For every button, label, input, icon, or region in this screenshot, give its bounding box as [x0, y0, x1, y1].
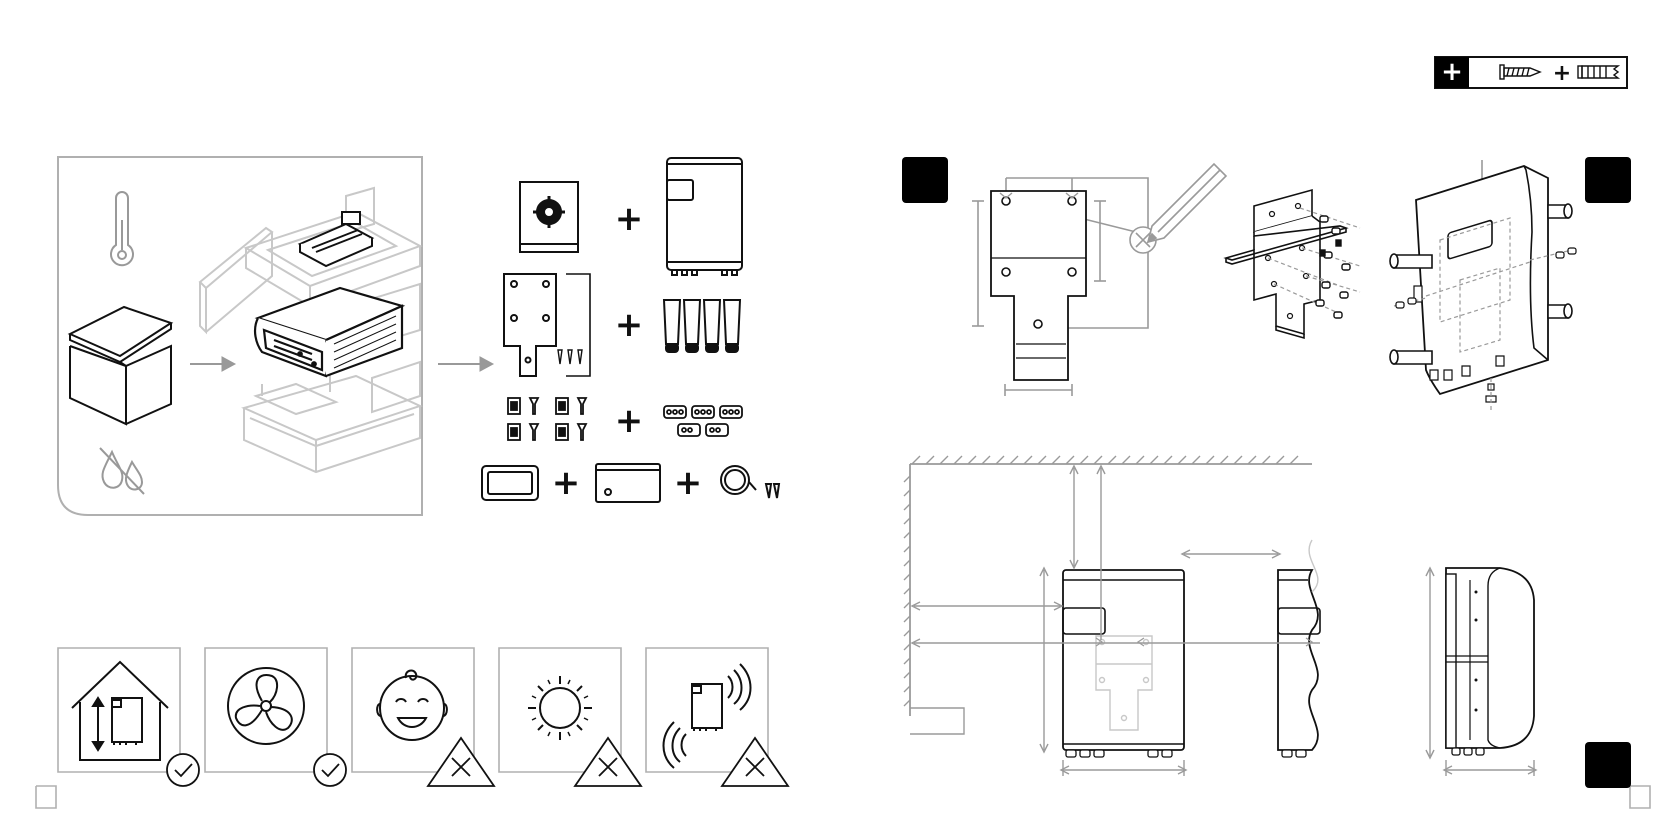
manual-icon: [520, 182, 578, 252]
legend-badge-plus: +: [1441, 57, 1463, 87]
packaging-panel: [58, 157, 422, 515]
contents-plus-2: +: [615, 305, 644, 345]
profile-view-inverter: [1446, 568, 1534, 755]
packaged-inverter: [255, 288, 402, 376]
environment-tile: [499, 648, 641, 786]
plug-cover-icon: [664, 300, 740, 352]
smart-meter-icon: [596, 464, 660, 502]
allowed-check-icon: [314, 754, 346, 786]
contents-plus-4: +: [552, 463, 581, 503]
arrow-right-icon: [190, 357, 235, 371]
step-badge: [1585, 157, 1631, 203]
environment-tile: [58, 648, 199, 786]
bracket-mounting-view: [1226, 190, 1360, 338]
contents-plus-3: +: [615, 401, 644, 441]
clearance-diagram: [904, 456, 1536, 776]
side-view-inverter-partial: [1278, 570, 1318, 750]
forbidden-cross-icon: [722, 738, 788, 786]
arrow-right-icon: [438, 357, 493, 371]
inverter-mounting-view: [1390, 160, 1576, 412]
indoor-house-icon: [72, 662, 168, 760]
page-corner-mark: [36, 786, 1650, 808]
step-badge: [902, 157, 948, 203]
legend-plus: +: [1553, 61, 1571, 86]
bracket-icon: [504, 274, 590, 376]
step-badge: [1585, 742, 1631, 788]
inverter-icon: [667, 158, 742, 275]
contents-plus-5: +: [674, 463, 703, 503]
allowed-check-icon: [167, 754, 199, 786]
environment-tiles: [58, 648, 788, 786]
mounting-hardware-legend: + +: [1435, 57, 1627, 88]
environment-tile: [205, 648, 346, 786]
sun-icon: [528, 676, 592, 740]
cable-icon: [721, 466, 779, 498]
package-contents: + +: [482, 158, 779, 503]
frame-icon: [482, 466, 538, 500]
connector-icon: [508, 398, 586, 440]
forbidden-cross-icon: [428, 738, 494, 786]
wireless-interference-icon: [664, 664, 751, 768]
box-icon: [70, 307, 171, 424]
environment-tile: [646, 648, 788, 786]
environment-tile: [352, 648, 494, 786]
drilling-template: [972, 164, 1226, 396]
forbidden-cross-icon: [575, 738, 641, 786]
terminal-block-icon: [664, 406, 742, 436]
front-view-inverter: [1063, 570, 1184, 750]
no-humidity-icon: [100, 448, 144, 494]
baby-icon: [377, 671, 447, 740]
thermometer-icon: [111, 192, 133, 265]
contents-plus-1: +: [615, 199, 644, 239]
fan-ventilation-icon: [228, 668, 304, 744]
